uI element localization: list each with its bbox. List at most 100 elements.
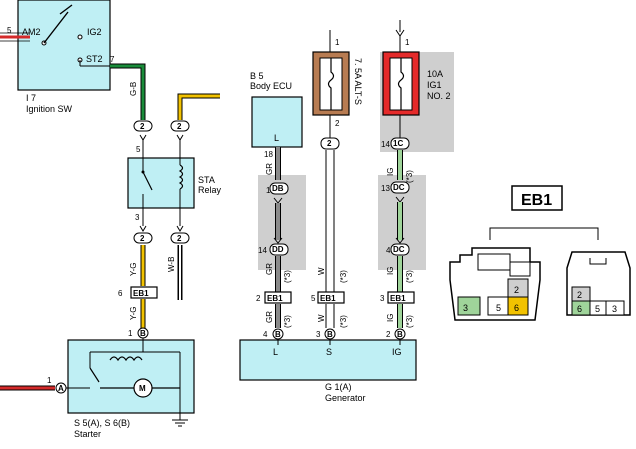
relay-name-line1: STA (198, 175, 215, 185)
wire-label-gr-top: GR (265, 163, 274, 175)
pin-am2: 5 (7, 26, 12, 35)
wire-label-ig-top: IG (386, 168, 395, 176)
ignition-switch-name: Ignition SW (26, 104, 73, 114)
junction-dc2-pin: 4 (386, 246, 391, 255)
right-cell-3: 3 (612, 304, 617, 314)
starter-motor: M (139, 384, 146, 393)
fuse-ig1-rating-line2: IG1 (427, 80, 442, 90)
label-am2: AM2 (22, 27, 41, 37)
junction-db: DB (272, 184, 284, 193)
gen-terminal-ig: IG (392, 347, 402, 357)
ignition-switch-ref: I 7 (26, 93, 36, 103)
left-cell-6: 6 (514, 303, 519, 313)
wire-label-gr-mid: GR (265, 263, 274, 275)
wire-g-b: G-B (110, 63, 146, 120)
fuse-ig1-pin-bottom: 14 (381, 140, 390, 149)
gen-conn-l: B (275, 330, 281, 339)
starter-conn-b: B (140, 329, 146, 338)
relay-connectors-top: 2 2 5 (133, 120, 190, 158)
junction-db-pin: 1 (266, 186, 271, 195)
starter-ref: S 5(A), S 6(B) (74, 418, 130, 428)
fuse-alt-pin-top: 1 (335, 38, 340, 47)
body-ecu-pin: 18 (264, 150, 273, 159)
wire-label-w-low: W (317, 314, 326, 322)
pin-st2: 7 (110, 55, 115, 64)
eb1-pin-2: 5 (311, 294, 316, 303)
gen-conn-s: B (327, 330, 333, 339)
wire-label-ig-low: IG (386, 314, 395, 322)
gen-terminal-l: L (273, 347, 278, 357)
fuse-ig1-rating-line3: NO. 2 (427, 91, 451, 101)
junction-dd-pin: 14 (258, 246, 267, 255)
left-cell-5: 5 (496, 303, 501, 313)
right-cell-5: 5 (595, 304, 600, 314)
gen-conn-ig: B (397, 330, 403, 339)
generator: 4 B 3 B 2 B L S IG G 1(A) Generator (239, 328, 417, 403)
wire-w-b: W-B (167, 245, 183, 300)
eb1-label-1: EB1 (267, 294, 283, 303)
relay-name-line2: Relay (198, 185, 222, 195)
wire-label-star3-ig-top: (*3) (405, 170, 414, 183)
fuse-alt-rating: 7. 5A ALT-S (353, 58, 363, 105)
fuse-ig1-rating-line1: 10A (427, 69, 443, 79)
wire-y-g: Y-G (129, 245, 146, 286)
connector-left: 3 5 6 2 (449, 247, 541, 321)
wire-ig: IG (*3) 13 DC 4 DC IG (*3) (381, 150, 414, 293)
connector-view-eb1: EB1 3 5 6 2 2 6 5 3 (449, 185, 631, 321)
starter-name: Starter (74, 429, 101, 439)
right-cell-2: 2 (577, 290, 582, 300)
wire-yellow-top (177, 93, 220, 120)
gen-name: Generator (325, 393, 366, 403)
connector-view-title: EB1 (521, 192, 552, 209)
fuse-ig1-conn: 1C (393, 139, 403, 148)
starter-pin-b: 1 (128, 329, 133, 338)
fuse-ig1: 1 10A IG1 NO. 2 14 1C (381, 20, 451, 150)
gen-ref: G 1(A) (325, 382, 352, 392)
eb1-left-connector: 6 EB1 Y-G 1 B (118, 286, 158, 339)
body-ecu: B 5 Body ECU L 18 (250, 71, 303, 159)
wire-label-star3-ig-low: (*3) (405, 315, 414, 328)
wire-label-star3-w-low: (*3) (339, 315, 348, 328)
wire-label-star3-gr-low: (*3) (283, 315, 292, 328)
body-ecu-terminal: L (274, 133, 279, 143)
wire-label-star3-w-mid: (*3) (339, 270, 348, 283)
junction-dc1: DC (393, 183, 405, 192)
eb1-label-2: EB1 (320, 294, 336, 303)
left-cell-2: 2 (514, 285, 519, 295)
gen-terminal-s: S (326, 347, 332, 357)
sta-relay: STA Relay (127, 157, 222, 209)
left-cell-3: 3 (463, 303, 468, 313)
wire-label-w-b: W-B (167, 257, 176, 272)
wire-label-g-b: G-B (129, 82, 138, 96)
wire-label-star3-ig-mid: (*3) (405, 270, 414, 283)
conn-bottom-left: 2 (140, 234, 145, 243)
connector-right: 2 6 5 3 (566, 251, 631, 316)
body-ecu-name: Body ECU (250, 81, 292, 91)
eb1-pin-1: 2 (256, 294, 261, 303)
wire-label-ig-mid: IG (386, 267, 395, 275)
starter-conn-a: A (58, 384, 64, 393)
wire-label-w-mid: W (317, 267, 326, 275)
eb1-left-label: EB1 (133, 289, 149, 298)
eb1-label-3: EB1 (390, 294, 406, 303)
relay-connectors-bottom: 3 2 2 (133, 208, 190, 244)
label-st2: ST2 (86, 54, 103, 64)
eb1-row: 2 EB1 5 EB1 3 EB1 GR (*3) W (*3) IG (*3) (256, 291, 415, 328)
body-ecu-ref: B 5 (250, 71, 264, 81)
right-cell-6: 6 (577, 304, 582, 314)
label-ig2: IG2 (87, 27, 102, 37)
conn-top-right: 2 (177, 122, 182, 131)
starter-pin-a: 1 (47, 376, 52, 385)
gen-pin-l: 4 (263, 330, 268, 339)
starter: 1 A M S 5(A), S 6(B) Starter (0, 338, 195, 439)
conn-bottom-right: 2 (177, 234, 182, 243)
wire-label-y-g-upper: Y-G (129, 263, 138, 277)
junction-dc1-pin: 13 (381, 184, 390, 193)
relay-pin-bottom-left: 3 (135, 213, 140, 222)
wire-label-star3-gr-mid: (*3) (283, 270, 292, 283)
wire-label-y-g-lower: Y-G (129, 307, 138, 321)
junction-dd: DD (272, 245, 284, 254)
conn-top-left: 2 (140, 122, 145, 131)
fuse-ig1-pin-top: 1 (405, 38, 410, 47)
